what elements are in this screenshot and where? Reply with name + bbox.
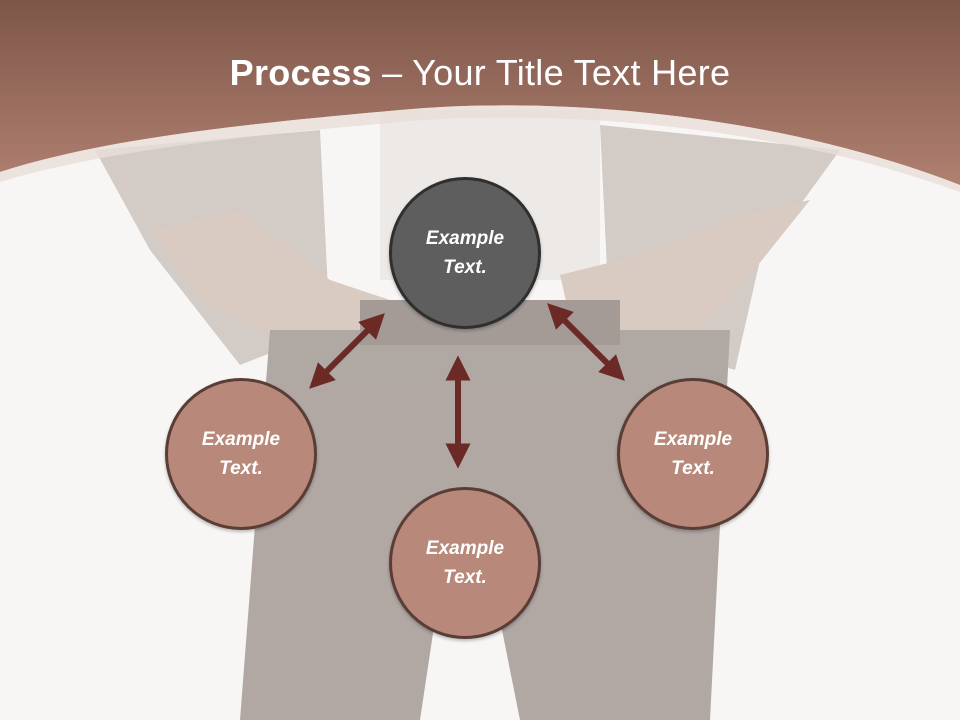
header-band xyxy=(0,0,960,185)
node-left: Example Text. xyxy=(165,378,317,530)
node-top: Example Text. xyxy=(389,177,541,329)
node-bottom: Example Text. xyxy=(389,487,541,639)
node-left-text: Example Text. xyxy=(201,429,281,479)
node-right-text: Example Text. xyxy=(653,429,733,479)
node-right: Example Text. xyxy=(617,378,769,530)
arrow-top-right xyxy=(547,303,625,381)
slide-title: Process – Your Title Text Here xyxy=(0,52,960,94)
title-rest: – Your Title Text Here xyxy=(371,52,731,93)
title-bold: Process xyxy=(229,52,372,93)
node-top-text: Example Text. xyxy=(425,228,505,278)
header-curve-highlight xyxy=(0,105,960,192)
arrow-top-left xyxy=(309,313,385,389)
node-bottom-text: Example Text. xyxy=(425,538,505,588)
